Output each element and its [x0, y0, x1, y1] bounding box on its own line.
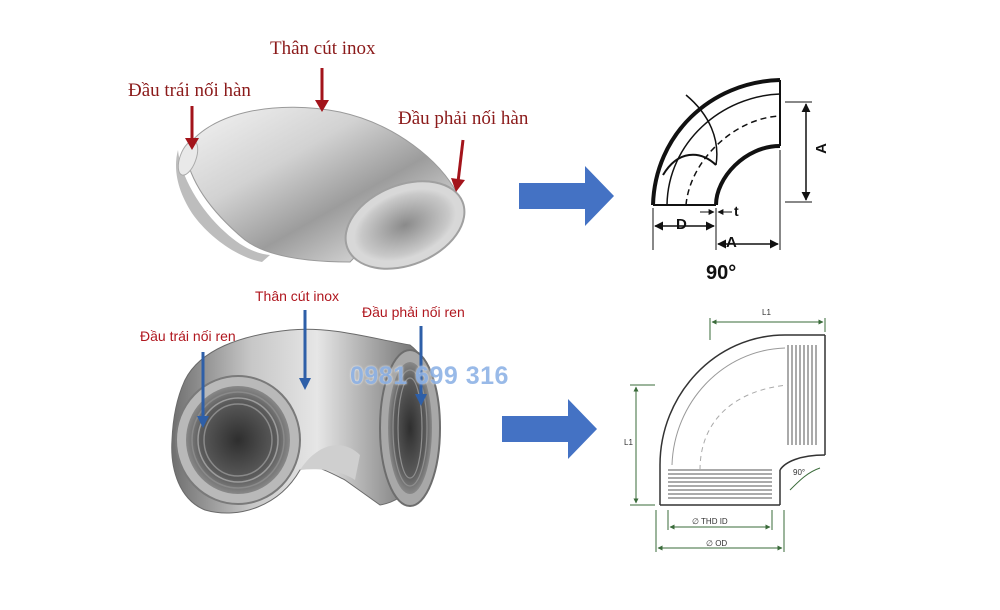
label-thread-body: Thân cút inox: [255, 288, 340, 304]
label-thread-right-end: Đầu phải nối ren: [362, 304, 465, 320]
angle-90-top: 90°: [706, 262, 737, 284]
dim-t: t: [734, 203, 739, 219]
label-weld-right-end: Đầu phải nối hàn: [398, 108, 529, 129]
label-thread-left-end: Đầu trái nối ren: [140, 328, 236, 344]
angle-90-bottom: 90°: [793, 468, 806, 477]
dim-a-horizontal: A: [726, 234, 737, 251]
arrow-right-bottom: [502, 399, 597, 459]
dim-l1-top: L1: [762, 308, 771, 317]
label-weld-body: Thân cút inox: [270, 38, 376, 59]
watermark-phone: 0981 699 316: [350, 362, 509, 390]
dim-d: D: [676, 216, 687, 233]
dim-thd-id: ∅ THD ID: [692, 517, 728, 526]
label-weld-left-end: Đầu trái nối hàn: [128, 80, 251, 101]
weld-pointers: [185, 68, 465, 192]
dim-od: ∅ OD: [706, 539, 728, 548]
arrow-right-top: [519, 166, 614, 226]
weld-elbow-photo: [175, 106, 466, 270]
threaded-elbow-drawing: [630, 318, 826, 552]
dim-l1-side: L1: [624, 438, 633, 447]
dim-a-vertical: A: [812, 143, 830, 154]
weld-elbow-drawing: [651, 78, 812, 250]
thread-pointers: [197, 310, 427, 428]
